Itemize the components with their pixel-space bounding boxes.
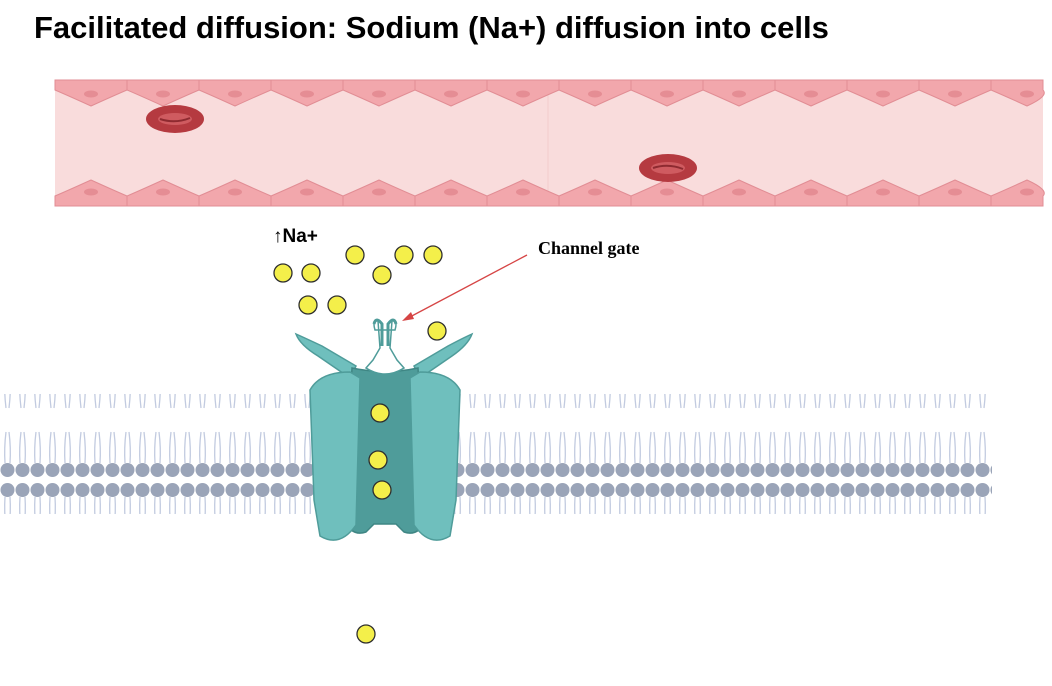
sodium-ion-icon xyxy=(356,624,376,644)
lipid-bilayer-icon xyxy=(0,394,992,514)
page-title: Facilitated diffusion: Sodium (Na+) diff… xyxy=(34,10,829,45)
sodium-ion-icon xyxy=(427,321,447,341)
channel-gate-arrow xyxy=(402,254,528,321)
sodium-ion-icon xyxy=(372,480,392,500)
red-blood-cell-icon xyxy=(146,105,204,133)
sodium-ion-icon xyxy=(298,295,318,315)
sodium-ion-icon xyxy=(301,263,321,283)
sodium-ion-icon xyxy=(370,403,390,423)
sodium-ion-icon xyxy=(394,245,414,265)
sodium-ion-icon xyxy=(345,245,365,265)
endothelial-top-layer xyxy=(54,79,1045,107)
channel-gate-icon xyxy=(364,318,406,375)
sodium-ion-icon xyxy=(273,263,293,283)
channel-gate-label: Channel gate xyxy=(538,238,640,258)
sodium-ion-icon xyxy=(423,245,443,265)
sodium-concentration-label: ↑Na+ xyxy=(273,226,318,247)
endothelial-bottom-layer xyxy=(54,179,1045,207)
sodium-ion-icon xyxy=(368,450,388,470)
sodium-ions xyxy=(273,245,447,644)
sodium-ion-icon xyxy=(327,295,347,315)
sodium-ion-icon xyxy=(372,265,392,285)
red-blood-cell-icon xyxy=(639,154,697,182)
ion-channel-icon xyxy=(294,318,474,541)
blood-vessel-icon xyxy=(54,79,1045,207)
